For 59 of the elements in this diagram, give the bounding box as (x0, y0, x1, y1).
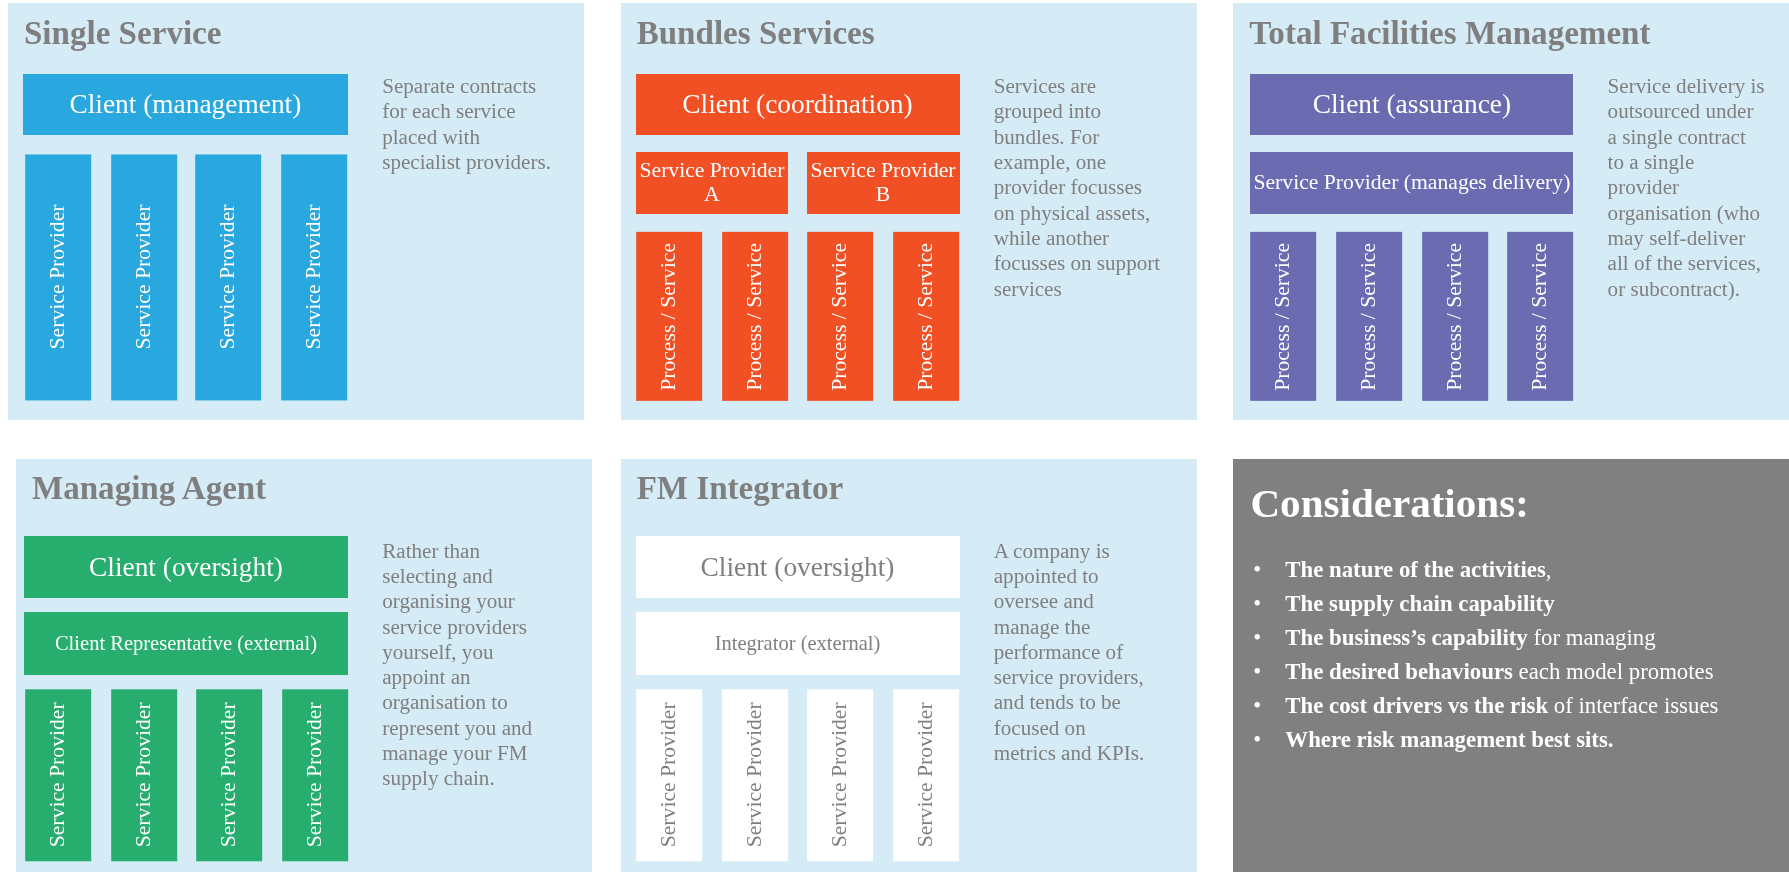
panel-title: Single Service (23, 14, 222, 52)
bullet-text: The cost drivers vs the risk of interface issues (1285, 692, 1719, 718)
bullet-marker: • (1253, 624, 1262, 651)
role-box: Service Provider (manages delivery) (1250, 151, 1574, 215)
bullet-text: Where risk management best sits. (1285, 726, 1614, 752)
bullet-marker: • (1253, 726, 1262, 753)
bullet-text: The business’s capability for managing (1285, 624, 1656, 650)
model-panel (15, 458, 593, 872)
panel-title: FM Integrator (636, 470, 844, 508)
provider-box: Service Provider (280, 154, 347, 401)
provider-box: Service Provider (110, 689, 177, 862)
bullet-marker: • (1253, 590, 1262, 617)
bullet-marker: • (1253, 556, 1262, 583)
description-text: A company is appointed to oversee and manage the performance of service providers, and tends to be focused on metrics and KPIs. (993, 538, 1145, 767)
provider-box: Service Provider (893, 689, 960, 862)
bullet-marker: • (1253, 658, 1262, 685)
provider-box: Service Provider (281, 689, 348, 862)
role-box: Service Provider B (806, 151, 960, 215)
provider-box: Process / Service (893, 231, 960, 401)
provider-box: Process / Service (1250, 231, 1317, 401)
provider-box: Process / Service (1507, 231, 1574, 401)
bullet-text: The nature of the activities, (1285, 556, 1552, 582)
provider-box: Process / Service (722, 231, 789, 401)
panel-title: Bundles Services (636, 14, 875, 52)
provider-box: Service Provider (806, 689, 873, 862)
provider-box: Process / Service (1421, 231, 1488, 401)
provider-box: Service Provider (195, 154, 262, 401)
provider-box: Service Provider (25, 154, 92, 401)
description-text: Services are grouped into bundles. For example, one provider focusses on physical assets, while another focusses on support services (993, 74, 1162, 303)
provider-box: Process / Service (806, 231, 873, 401)
provider-box: Service Provider (635, 689, 702, 862)
description-text: Separate contracts for each service placed with specialist providers. (382, 74, 552, 176)
bullet-marker: • (1253, 692, 1262, 719)
provider-box: Service Provider (25, 689, 92, 862)
description-text: Rather than selecting and organising your service providers yourself, you appoint an organisation to represent you and manage your FM supply chain. (382, 538, 534, 792)
provider-box: Service Provider (196, 689, 263, 862)
role-box: Client (coordination) (635, 74, 960, 135)
model-panel (8, 3, 585, 420)
bullet-text: The supply chain capability (1285, 590, 1555, 616)
model-panel (620, 458, 1197, 872)
provider-box: Service Provider (110, 154, 177, 401)
role-box: Client (oversight) (23, 536, 348, 598)
model-panel (1233, 3, 1789, 420)
model-panel (620, 3, 1197, 420)
panel-title: Considerations: (1250, 479, 1529, 528)
role-box: Client (management) (22, 74, 348, 135)
role-box: Service Provider A (635, 151, 789, 215)
role-box: Client (oversight) (635, 536, 960, 598)
panel-title: Managing Agent (31, 470, 267, 508)
panel-title: Total Facilities Management (1249, 14, 1651, 52)
considerations-panel (1233, 458, 1789, 872)
bullet-text: The desired behaviours each model promotes (1285, 658, 1714, 684)
role-box: Client (assurance) (1250, 74, 1574, 135)
provider-box: Service Provider (722, 689, 789, 862)
provider-box: Process / Service (635, 231, 702, 401)
description-text: Service delivery is outsourced under a single contract to a single provider organisation (who may self-deliver all of the services, or subcontract). (1607, 74, 1766, 303)
provider-box: Process / Service (1336, 231, 1403, 401)
role-box: Integrator (external) (635, 611, 960, 676)
role-box: Client Representative (external) (23, 611, 348, 676)
